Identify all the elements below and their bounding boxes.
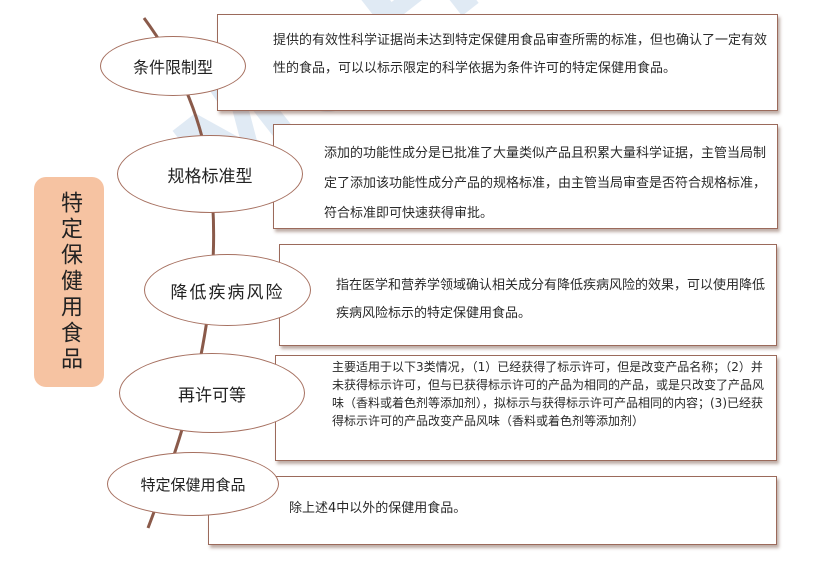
- description-text: 指在医学和营养学领域确认相关成分有降低疾病风险的效果，可以使用降低疾病风险标示的…: [336, 278, 766, 321]
- description-text: 提供的有效性科学证据尚未达到特定保健用食品审查所需的标准，但也确认了一定有效性的…: [273, 33, 768, 76]
- category-oval-conditional: 条件限制型: [100, 36, 246, 96]
- category-oval-re-permission: 再许可等: [119, 353, 305, 433]
- side-label: 特定保健用食品: [34, 177, 104, 387]
- description-box-conditional: 提供的有效性科学证据尚未达到特定保健用食品审查所需的标准，但也确认了一定有效性的…: [217, 14, 778, 111]
- description-text: 添加的功能性成分是已批准了大量类似产品且积累大量科学证据，主管当局制定了添加该功…: [324, 146, 767, 221]
- description-box-standard: 添加的功能性成分是已批准了大量类似产品且积累大量科学证据，主管当局制定了添加该功…: [273, 124, 778, 229]
- description-box-risk-reduction: 指在医学和营养学领域确认相关成分有降低疾病风险的效果，可以使用降低疾病风险标示的…: [279, 244, 777, 346]
- category-oval-standard: 规格标准型: [117, 135, 303, 213]
- category-label: 降低疾病风险: [170, 282, 285, 303]
- description-box-re-permission: 主要适用于以下3类情况，（1）已经获得了标示许可，但是改变产品名称；（2）并未获…: [275, 355, 777, 461]
- description-box-general: 除上述4中以外的保健用食品。: [208, 476, 777, 545]
- category-label: 再许可等: [178, 385, 246, 406]
- category-oval-risk-reduction: 降低疾病风险: [144, 254, 311, 326]
- description-text: 除上述4中以外的保健用食品。: [289, 501, 467, 516]
- side-label-text: 特定保健用食品: [57, 191, 82, 373]
- category-label: 条件限制型: [132, 58, 213, 77]
- category-label: 特定保健用食品: [140, 475, 246, 494]
- category-oval-general: 特定保健用食品: [107, 452, 279, 516]
- description-text: 主要适用于以下3类情况，（1）已经获得了标示许可，但是改变产品名称；（2）并未获…: [332, 360, 765, 428]
- category-label: 规格标准型: [167, 166, 253, 187]
